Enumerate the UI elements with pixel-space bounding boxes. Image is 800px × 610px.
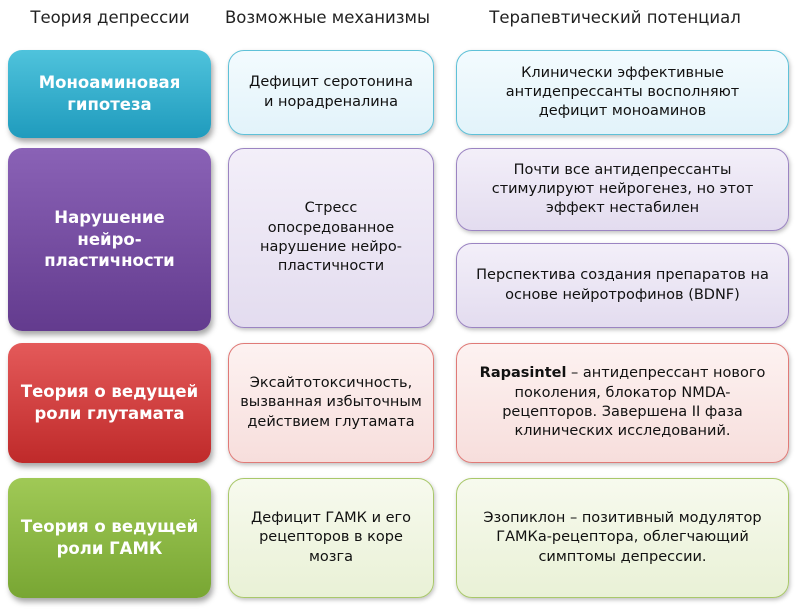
mechanism-gaba: Дефицит ГАМК и его рецепторов в коре моз… bbox=[228, 478, 434, 598]
potential-eszopiclone: Эзопиклон – позитивный модулятор ГАМКа-р… bbox=[456, 478, 789, 598]
theory-glutamate: Теория о ведущей роли глутамата bbox=[8, 343, 211, 463]
potential-rapasintel: Rapasintel – антидепрессант нового покол… bbox=[456, 343, 789, 463]
mechanism-monoamine: Дефицит серотонина и норадреналина bbox=[228, 50, 434, 135]
theory-gaba: Теория о ведущей роли ГАМК bbox=[8, 478, 211, 598]
potential-monoamine: Клинически эффективные антидепрессанты в… bbox=[456, 50, 789, 135]
potential-rapasintel-text: Rapasintel – антидепрессант нового покол… bbox=[473, 364, 772, 441]
mechanism-neuroplasticity: Стресс опосредованное нарушение нейро-пл… bbox=[228, 148, 434, 328]
theory-neuroplasticity: Нарушение нейро-пластичности bbox=[8, 148, 211, 331]
rapasintel-description: – антидепрессант нового поколения, блока… bbox=[502, 365, 766, 440]
theory-monoamine: Моноаминовая гипотеза bbox=[8, 50, 211, 138]
header-potential: Терапевтический потенциал bbox=[489, 8, 741, 27]
potential-bdnf: Перспектива создания препаратов на основ… bbox=[456, 243, 789, 328]
header-mechanisms: Возможные механизмы bbox=[224, 8, 431, 27]
header-theory: Теория депрессии bbox=[30, 8, 190, 27]
rapasintel-drug-name: Rapasintel bbox=[479, 365, 567, 382]
potential-neurogenesis: Почти все антидепрессанты стимулируют не… bbox=[456, 148, 789, 231]
mechanism-glutamate: Эксайтотоксичность, вызванная избыточным… bbox=[228, 343, 434, 463]
